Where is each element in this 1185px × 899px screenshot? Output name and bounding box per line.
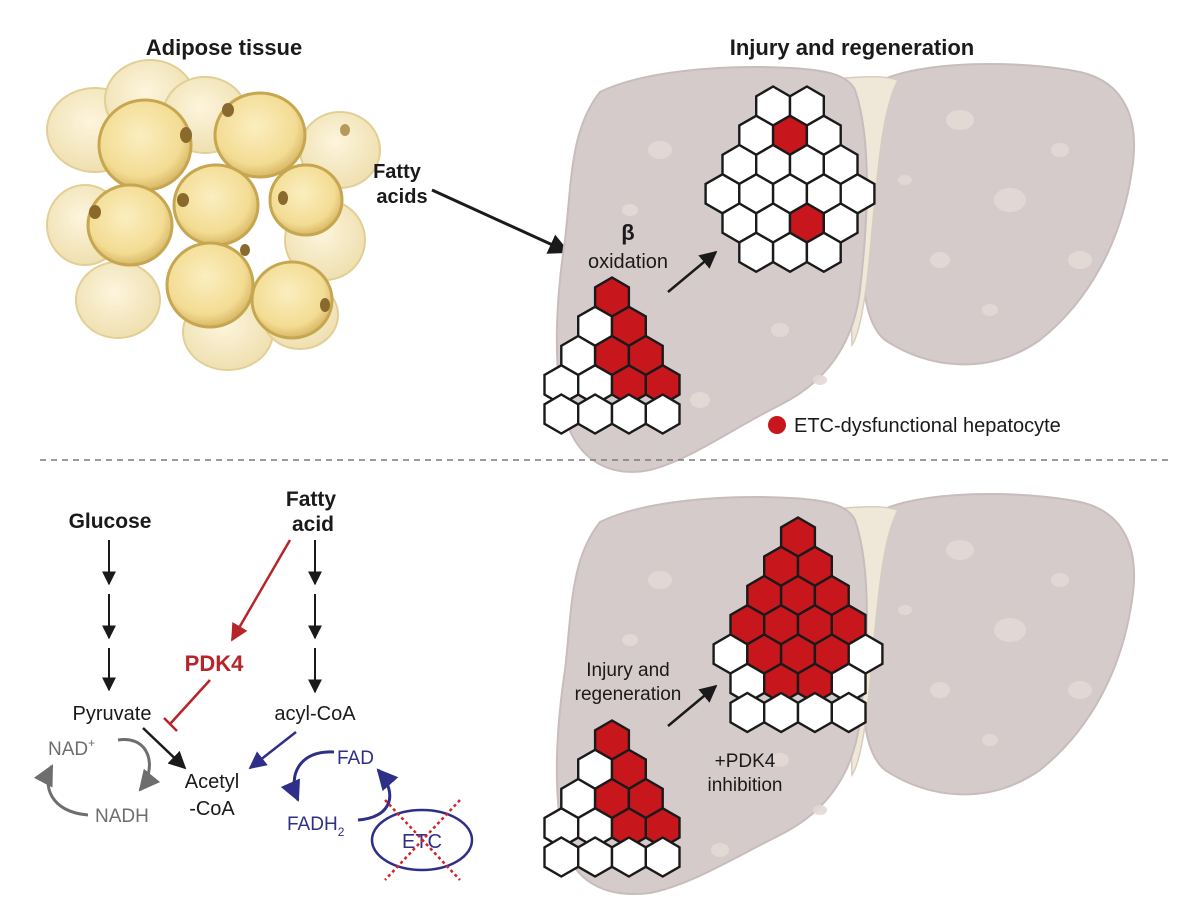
hepatocyte — [738, 231, 775, 274]
regeneration-arrow — [667, 684, 718, 727]
legend-red-dot — [768, 416, 786, 434]
liver-texture-spots — [622, 540, 1092, 857]
hepatocyte — [763, 691, 800, 734]
hepatocyte — [830, 691, 867, 734]
top-panel: Adipose tissue Injury and regeneration — [46, 35, 1136, 473]
fadh2-label: FADH2 — [287, 814, 345, 839]
pdk4-inhibition-label: +PDK4 — [715, 751, 776, 772]
nad-plus-label: NAD+ — [48, 736, 95, 760]
acyl-coa-label: acyl-CoA — [274, 703, 356, 725]
adipocyte — [165, 241, 255, 329]
hepatocyte-grid-top-small — [543, 276, 681, 435]
hepatocyte — [644, 836, 681, 878]
hepatocyte-dysfunctional — [644, 806, 681, 849]
hepatocyte — [577, 393, 614, 435]
fatty-acids-label: acids — [376, 186, 427, 208]
hepatocyte — [543, 393, 580, 435]
hepatocyte — [577, 836, 614, 878]
oxidation-label: oxidation — [588, 251, 668, 273]
adipocyte-nucleus — [278, 191, 288, 205]
bottom-panel: Glucose Fatty acid PDK4 Pyruvate acyl-Co… — [33, 488, 1136, 895]
pdk4-inhibition-bar — [163, 717, 178, 732]
adipocyte-nucleus — [340, 124, 350, 136]
hepatocyte-grid-bottom-small — [543, 719, 681, 878]
hepatocyte — [644, 393, 681, 435]
fad-to-fadh2-arrow — [280, 750, 335, 802]
hepatocyte — [805, 231, 842, 274]
pyruvate-label: Pyruvate — [73, 703, 152, 725]
adipocyte — [250, 260, 334, 340]
pyruvate-to-acetyl-arrow — [142, 727, 187, 770]
injury-regeneration-label: regeneration — [575, 684, 682, 705]
adipocyte-nucleus — [89, 205, 101, 219]
acyl-coa-to-acetyl-arrow — [248, 731, 297, 770]
adipocyte-nucleus — [320, 298, 330, 312]
hepatocyte — [729, 691, 766, 734]
adipocyte — [75, 261, 161, 339]
hepatocyte — [796, 691, 833, 734]
pdk4-inhibition-line — [169, 679, 211, 725]
adipocyte — [268, 163, 344, 237]
pdk4-label: PDK4 — [185, 651, 244, 676]
adipocyte-nucleus — [177, 193, 189, 207]
oxidation-arrow — [667, 250, 718, 293]
hepatocyte — [543, 836, 580, 878]
fatty-acid-to-pdk4-arrow — [230, 539, 292, 642]
adipocyte — [213, 91, 307, 179]
legend-label: ETC-dysfunctional hepatocyte — [794, 415, 1061, 437]
fadh2-base: FADH — [287, 814, 338, 835]
nadh-label: NADH — [95, 806, 149, 827]
fatty-acid-label: Fatty — [286, 488, 336, 511]
nad-superscript: + — [88, 736, 95, 750]
adipocyte — [97, 98, 193, 192]
fatty-acids-label: Fatty — [373, 161, 422, 183]
liver-right-lobe — [861, 63, 1136, 366]
fadh2-to-fad-arrow — [357, 768, 399, 822]
adipocyte-nucleus — [240, 244, 250, 256]
etc-blocked-cross-icon — [384, 799, 461, 881]
acetyl-coa-label: Acetyl — [185, 771, 239, 793]
hepatocyte — [771, 231, 809, 274]
fad-label: FAD — [337, 748, 374, 769]
injury-regeneration-title: Injury and regeneration — [730, 35, 975, 60]
hepatocyte-grid-bottom-large — [712, 516, 884, 734]
hepatocyte — [610, 393, 647, 435]
fatty-acids-arrow — [431, 188, 570, 254]
nad-base: NAD — [48, 739, 88, 760]
adipocyte-nucleus — [222, 103, 234, 117]
adipose-tissue-title: Adipose tissue — [146, 35, 302, 60]
hepatocyte-grid-top-large — [704, 85, 876, 274]
acetyl-coa-label: -CoA — [189, 798, 235, 820]
fatty-acid-label: acid — [292, 513, 334, 536]
pdk4-inhibition-label: inhibition — [708, 775, 783, 796]
hepatocyte — [830, 662, 867, 705]
adipocyte-cluster — [46, 59, 381, 371]
injury-regeneration-label: Injury and — [586, 660, 669, 681]
nad-to-nadh-arrow — [117, 738, 161, 792]
adipocyte-nucleus — [180, 127, 192, 143]
hepatocyte — [610, 836, 647, 878]
liver-right-lobe — [861, 493, 1136, 796]
glucose-label: Glucose — [69, 510, 152, 533]
etc-ellipse — [370, 808, 474, 872]
adipocyte — [86, 183, 174, 267]
beta-symbol: β — [621, 220, 634, 245]
fadh2-subscript: 2 — [338, 825, 345, 839]
nadh-to-nad-arrow — [33, 764, 89, 817]
hepatocyte-dysfunctional — [644, 363, 681, 406]
